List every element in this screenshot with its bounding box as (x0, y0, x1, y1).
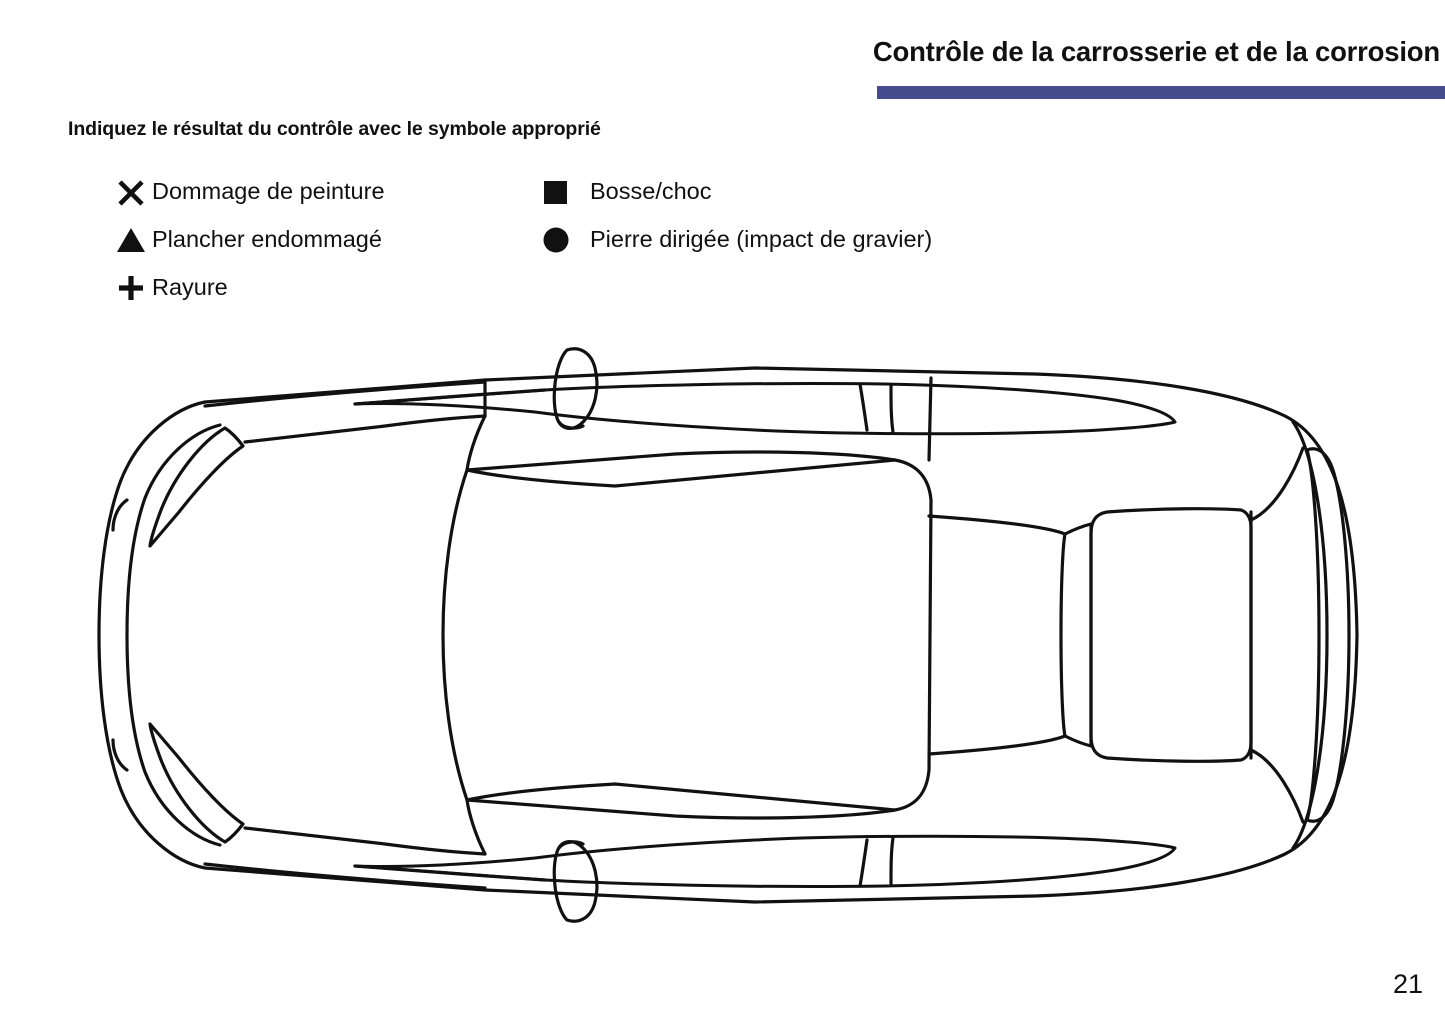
mirror-top-stem (557, 420, 585, 430)
side-window-band-bottom (353, 834, 1177, 889)
windshield-glass-lower (465, 782, 897, 812)
page-title: Contrôle de la carrosserie et de la corr… (872, 36, 1440, 67)
mirror-bottom-stem (557, 840, 585, 850)
legend-item-label: Bosse/choc (590, 178, 712, 205)
legend-column-right: Bosse/choc Pierre dirigée (impact de gra… (537, 168, 932, 264)
legend-item-label: Plancher endommagé (152, 226, 382, 253)
windshield-glass-upper (465, 458, 897, 488)
rear-deck-panel (1059, 522, 1093, 748)
plus-icon (112, 269, 150, 307)
front-corner-notch-bottom (111, 738, 129, 772)
legend-item-label: Rayure (152, 274, 228, 301)
lower-door-divider-a (858, 838, 869, 888)
legend-item-stone-chip: Pierre dirigée (impact de gravier) (537, 216, 932, 264)
mirror-top (552, 347, 599, 430)
upper-door-divider-a (858, 382, 869, 432)
page-header: Contrôle de la carrosserie et de la corr… (0, 0, 1445, 105)
legend-item-dent: Bosse/choc (537, 168, 932, 216)
legend-item-floor-damage: Plancher endommagé (112, 216, 385, 264)
rear-skin-line (1291, 420, 1329, 850)
roof-rear-seam-upper (927, 514, 1067, 536)
mirror-bottom (552, 840, 599, 923)
rear-corner-bottom (1249, 748, 1305, 824)
upper-belt-rail (203, 380, 487, 408)
lower-belt-rail (203, 862, 487, 890)
hood-seam-top (243, 414, 487, 444)
headlight-lower (148, 722, 245, 844)
legend-heading: Indiquez le résultat du contrôle avec le… (68, 118, 601, 140)
hood-seam-bottom (243, 826, 487, 856)
square-icon (537, 173, 575, 211)
body-outline (97, 366, 1359, 904)
windshield-front-edge (465, 414, 487, 472)
lower-roof-rail (353, 864, 547, 882)
legend-item-label: Pierre dirigée (impact de gravier) (590, 226, 933, 253)
cowl-line-bottom (465, 798, 487, 856)
triangle-icon (112, 221, 150, 259)
front-bumper-inner (125, 423, 222, 847)
roof-rear-seam-lower (927, 734, 1067, 756)
legend-item-paint-damage: Dommage de peinture (112, 168, 385, 216)
circle-icon (537, 221, 575, 259)
upper-roof-rail (353, 388, 547, 406)
roof-outline (441, 450, 933, 820)
legend-column-left: Dommage de peinture Plancher endommagé R… (112, 168, 385, 312)
taillight-upper (1305, 447, 1351, 823)
upper-door-sill-2 (927, 376, 933, 462)
side-window-band-top (353, 381, 1177, 436)
legend-item-label: Dommage de peinture (152, 178, 385, 205)
cross-x-icon (112, 173, 150, 211)
front-corner-notch-top (111, 498, 129, 532)
lower-door-divider-b (889, 836, 895, 886)
legend-item-scratch: Rayure (112, 264, 385, 312)
upper-door-divider-b (889, 384, 895, 434)
page-number: 21 (1392, 969, 1423, 999)
rear-corner-top (1249, 446, 1305, 522)
car-top-view-diagram[interactable] (55, 330, 1405, 940)
title-underline-rule (877, 86, 1445, 99)
trunk-lid (1089, 507, 1253, 763)
headlight-upper (148, 426, 245, 548)
